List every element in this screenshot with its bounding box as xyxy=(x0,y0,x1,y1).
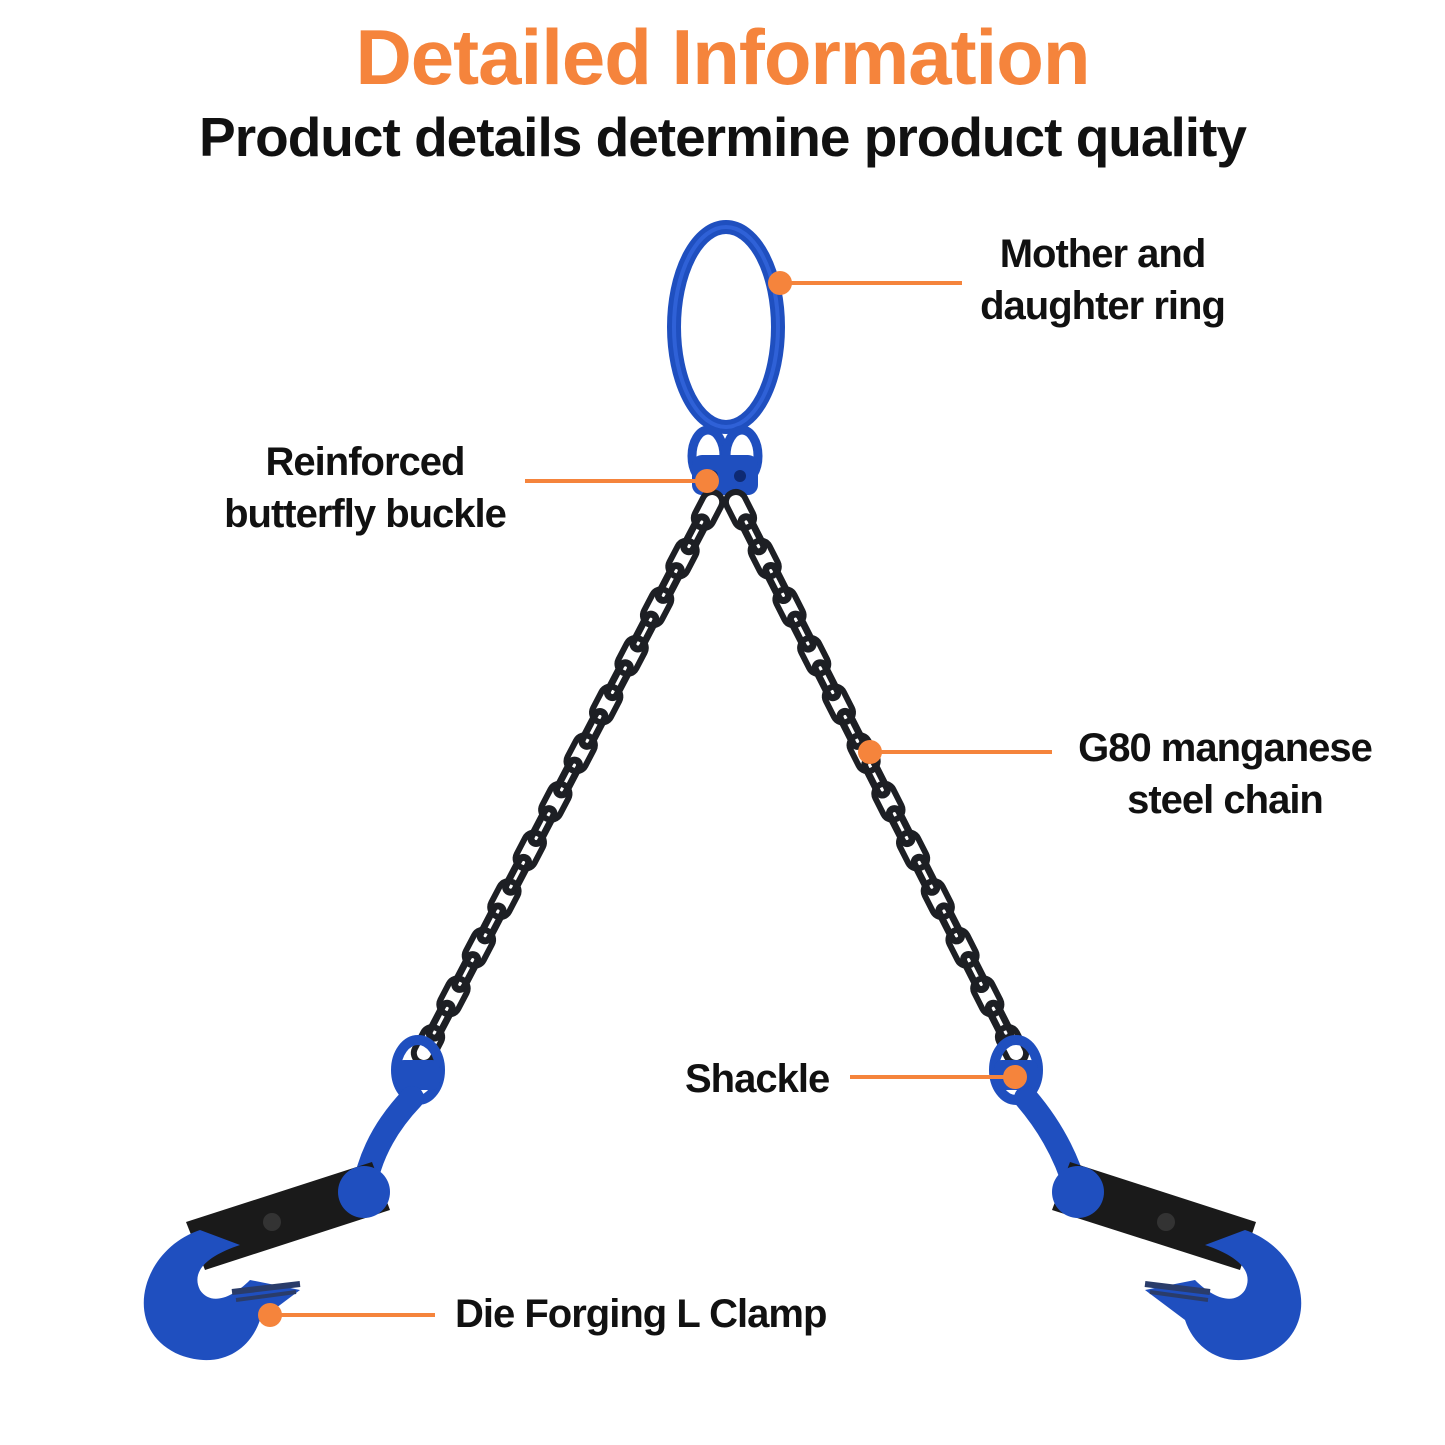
chain-link xyxy=(797,634,832,677)
page-subtitle: Product details determine product qualit… xyxy=(199,106,1247,168)
callout-shackle-label: Shackle xyxy=(685,1057,830,1101)
callout-ring-line1: Mother and xyxy=(999,232,1207,276)
chain-link xyxy=(487,878,522,921)
chain-link xyxy=(935,902,966,945)
chain-link xyxy=(461,926,497,969)
left-l-clamp xyxy=(143,1162,390,1361)
chain-link xyxy=(722,488,758,532)
right-shackle xyxy=(989,1035,1088,1202)
chain-link xyxy=(910,853,941,896)
chain-link xyxy=(502,853,533,896)
chain-link xyxy=(762,562,792,604)
chain-link xyxy=(772,586,807,629)
chain-link xyxy=(871,780,906,823)
chain-link xyxy=(665,537,700,580)
page-title: Detailed Information xyxy=(355,13,1090,101)
chain-link xyxy=(436,975,471,1018)
chain-link xyxy=(629,610,660,653)
chain-link xyxy=(811,659,842,702)
chain-link xyxy=(639,586,675,629)
callout-chain-line1: G80 manganese xyxy=(1078,726,1373,770)
chain-link xyxy=(885,805,916,848)
callout-chain-line2: steel chain xyxy=(1127,778,1324,822)
chain-link xyxy=(821,683,856,726)
callout-ring-line2: daughter ring xyxy=(980,284,1226,328)
chain-link xyxy=(680,513,711,556)
chain-link xyxy=(512,829,547,872)
chain-link xyxy=(527,805,558,848)
callout-lines xyxy=(258,271,1052,1327)
chain-link xyxy=(476,902,507,945)
chain-link xyxy=(451,951,482,993)
right-l-clamp xyxy=(1052,1162,1302,1361)
chain-link xyxy=(920,878,955,921)
chain-link xyxy=(589,683,624,726)
chain-link xyxy=(553,756,583,799)
left-chain xyxy=(410,489,726,1066)
right-chain xyxy=(722,488,1030,1067)
chain-link xyxy=(563,732,598,775)
chain-link xyxy=(603,659,634,702)
callout-butterfly-buckle: Reinforced butterfly buckle xyxy=(205,436,525,540)
chain-link xyxy=(945,926,980,969)
left-shackle xyxy=(352,1035,445,1202)
chain-link xyxy=(654,562,685,604)
chain-link xyxy=(614,634,649,677)
callout-buckle-line1: Reinforced xyxy=(265,440,466,484)
chain-link xyxy=(896,829,931,872)
callout-l-clamp: Die Forging L Clamp xyxy=(455,1288,827,1340)
chain-link xyxy=(747,537,782,580)
chain-link xyxy=(425,999,456,1042)
chain-link xyxy=(538,780,573,823)
chain-link xyxy=(578,707,609,750)
callout-buckle-line2: butterfly buckle xyxy=(224,492,507,536)
callout-mother-daughter-ring: Mother and daughter ring xyxy=(965,228,1240,332)
master-ring xyxy=(667,220,785,434)
chain-link xyxy=(786,610,817,653)
chain-link xyxy=(737,513,768,556)
callout-shackle: Shackle xyxy=(685,1053,830,1105)
callout-steel-chain: G80 manganese steel chain xyxy=(1060,722,1390,826)
chain-link xyxy=(690,489,726,531)
chain-link xyxy=(970,975,1005,1018)
callout-clamp-label: Die Forging L Clamp xyxy=(455,1292,827,1336)
chain-link xyxy=(960,951,990,993)
